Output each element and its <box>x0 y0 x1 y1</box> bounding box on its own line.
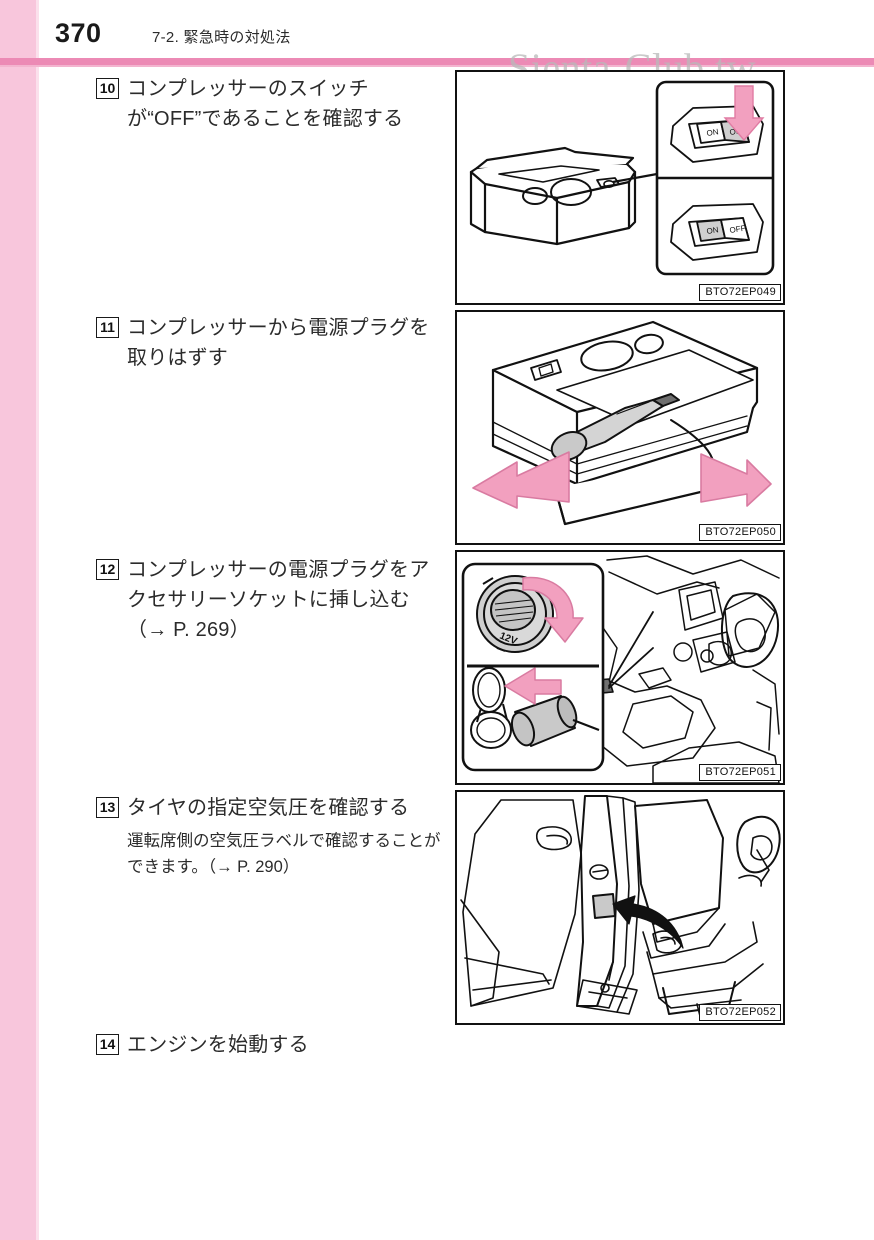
figure-caption: BTO72EP052 <box>699 1004 781 1021</box>
tire-pressure-label-drawing <box>460 795 781 1021</box>
figure-remove-power-plug: BTO72EP050 <box>455 310 785 545</box>
figure-caption: BTO72EP049 <box>699 284 781 301</box>
step-number-badge: 13 <box>96 797 119 818</box>
figure-accessory-socket: 12V BTO72EP051 <box>455 550 785 785</box>
switch-label-on-lower: ON <box>706 225 719 236</box>
step-12: 12 コンプレッサーの電源プラグをアクセサリーソケットに挿し込む（→ P. 26… <box>96 555 446 645</box>
step-instruction-text: エンジンを始動する <box>127 1034 309 1056</box>
press-arrow-icon <box>723 85 765 142</box>
figure-caption: BTO72EP050 <box>699 524 781 541</box>
step-instruction-text: コンプレッサーから電源プラグを取りはずす <box>127 317 430 369</box>
label-pointer-arrow-icon <box>612 895 684 949</box>
step-number-badge: 14 <box>96 1034 119 1055</box>
header-rule <box>0 58 874 65</box>
figure-compressor-switch-off: ON OFF ON OFF BTO72EP049 <box>455 70 785 305</box>
pull-arrow-right-icon <box>700 453 772 507</box>
step-supplementary-text: 運転席側の空気圧ラベルで確認することができます。（→ P. 290） <box>127 832 441 876</box>
step-13: 13 タイヤの指定空気圧を確認する 運転席側の空気圧ラベルで確認することができま… <box>96 793 446 880</box>
switch-label-off-lower: OFF <box>729 224 746 235</box>
step-number-badge: 10 <box>96 78 119 99</box>
step-number-badge: 12 <box>96 559 119 580</box>
pull-arrow-left-icon <box>472 451 570 509</box>
compressor-switch-off-drawing: ON OFF ON OFF <box>469 80 775 276</box>
step-instruction-text: タイヤの指定空気圧を確認する <box>127 797 410 819</box>
switch-label-on: ON <box>706 127 719 138</box>
twist-arrow-icon <box>522 576 584 643</box>
figure-tire-pressure-label: BTO72EP052 <box>455 790 785 1025</box>
step-number-badge: 11 <box>96 317 119 338</box>
step-instruction-text: コンプレッサーの電源プラグをアクセサリーソケットに挿し込む（→ P. 269） <box>127 559 430 641</box>
accessory-socket-drawing: 12V <box>461 555 780 783</box>
page-edge-band-hairline <box>36 0 39 1240</box>
header-rule-soft <box>0 65 874 67</box>
insert-arrow-icon <box>504 667 562 705</box>
step-10: 10 コンプレッサーのスイッチが“OFF”であることを確認する <box>96 74 446 134</box>
section-title: 7-2. 緊急時の対処法 <box>152 29 291 46</box>
remove-power-plug-drawing <box>472 320 772 526</box>
step-instruction-text: コンプレッサーのスイッチが“OFF”であることを確認する <box>127 78 404 130</box>
page-header: 370 7-2. 緊急時の対処法 <box>0 0 874 58</box>
figure-caption: BTO72EP051 <box>699 764 781 781</box>
step-11: 11 コンプレッサーから電源プラグを取りはずす <box>96 313 446 373</box>
step-14: 14 エンジンを始動する <box>96 1030 446 1060</box>
page-edge-band <box>0 0 36 1240</box>
page-number: 370 <box>55 18 102 48</box>
